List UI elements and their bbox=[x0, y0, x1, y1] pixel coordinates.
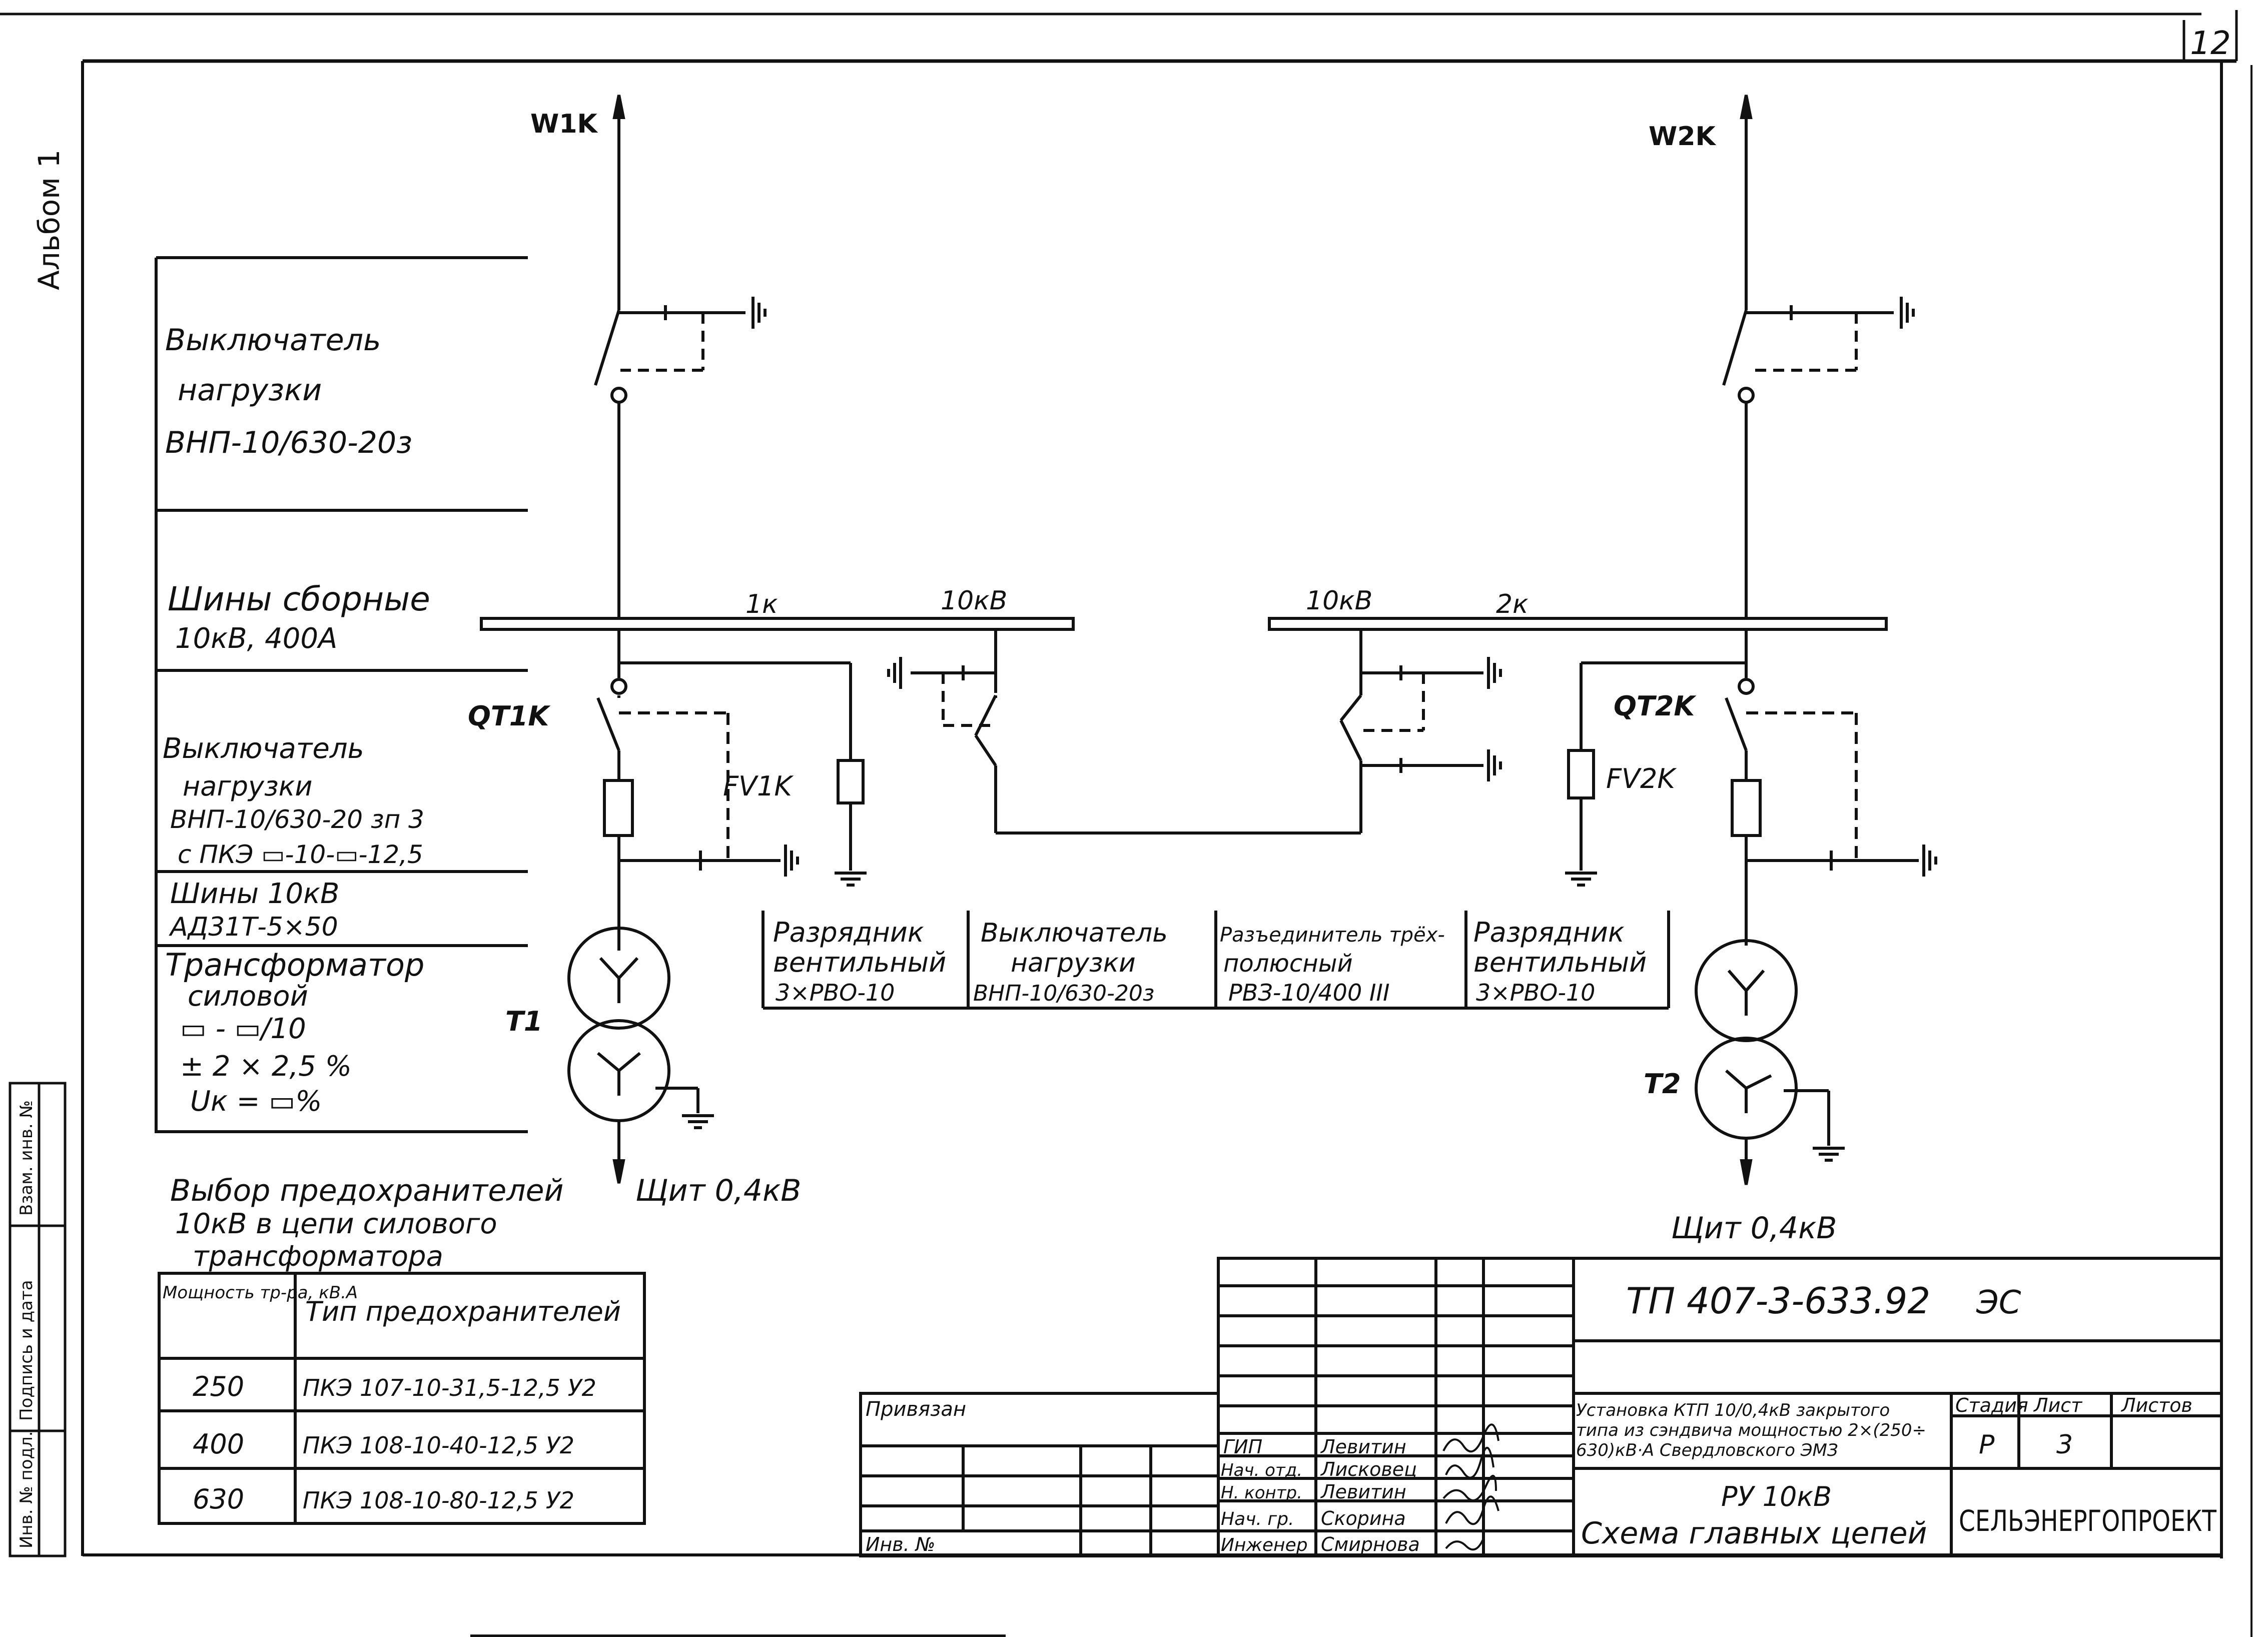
eq-load-switch-line1: Выключатель bbox=[981, 918, 1168, 948]
eq-arrester-1-line3: 3×РВО-10 bbox=[776, 979, 895, 1006]
eq-disconnector-line2: полюсный bbox=[1223, 950, 1353, 978]
bus-1k-label: 1к bbox=[745, 589, 778, 619]
arrester-fv2k bbox=[1565, 661, 1746, 885]
title-sheet-header: Лист bbox=[2033, 1394, 2083, 1416]
sign-role-4: Нач. гр. bbox=[1221, 1509, 1294, 1529]
bay-t2 bbox=[1695, 629, 1936, 1185]
legend-transformer-4: ± 2 × 2,5 % bbox=[180, 1050, 352, 1083]
legend-busbars-2: 10кВ, 400А bbox=[175, 622, 337, 655]
legend-bus10-1: Шины 10кВ bbox=[170, 878, 339, 910]
margin-stamp: Инв. № подл. Подпись и дата Взам. инв. № bbox=[9, 1082, 67, 1557]
eq-load-switch-line3: ВНП-10/630-20з bbox=[973, 981, 1154, 1006]
signature-scribbles bbox=[1442, 1423, 1499, 1551]
legend-bus10-2: АД31Т-5×50 bbox=[169, 912, 338, 942]
legend-switch-fuse-1: Выключатель bbox=[163, 732, 364, 765]
feeder-w2k-label: W2K bbox=[1649, 122, 1717, 152]
legend-column: Выключатель нагрузки ВНП-10/630-20з Шины… bbox=[155, 256, 528, 1133]
legend-transformer-2: силовой bbox=[188, 980, 308, 1013]
title-drawing-1: РУ 10кВ bbox=[1721, 1481, 1832, 1512]
sign-name-4: Скорина bbox=[1321, 1507, 1406, 1529]
sign-role-3: Н. контр. bbox=[1221, 1483, 1302, 1503]
fuse-row-3-type: ПКЭ 108-10-80-12,5 У2 bbox=[303, 1487, 574, 1514]
fuse-title-2: 10кВ в цепи силового bbox=[175, 1208, 497, 1240]
legend-load-switch-1: Выключатель bbox=[165, 323, 381, 358]
title-stage-header: Стадия bbox=[1955, 1394, 2028, 1416]
eq-disconnector-line1: Разъединитель трёх- bbox=[1220, 924, 1445, 947]
legend-busbars-1: Шины сборные bbox=[168, 580, 430, 618]
busbar-1k bbox=[480, 617, 1075, 631]
title-sheets-header: Листов bbox=[2120, 1394, 2192, 1416]
album-label: Альбом 1 bbox=[32, 150, 66, 290]
title-attached: Привязан bbox=[866, 1398, 966, 1421]
bus-2k-label: 2к bbox=[1496, 589, 1529, 619]
sign-role-1: ГИП bbox=[1223, 1436, 1262, 1458]
title-sheet: 3 bbox=[2056, 1430, 2073, 1460]
busbar-2k bbox=[1268, 617, 1888, 631]
eq-disconnector-line3: РВЗ-10/400 III bbox=[1228, 979, 1390, 1006]
fuse-row-2-type: ПКЭ 108-10-40-12,5 У2 bbox=[303, 1432, 574, 1459]
title-block: Привязан Инв. № ГИП Левитин Нач. отд. Ли… bbox=[859, 1257, 2223, 1557]
fuse-row-1-type: ПКЭ 107-10-31,5-12,5 У2 bbox=[303, 1374, 596, 1401]
title-designation: ТП 407-3-633.92 bbox=[1626, 1280, 1930, 1322]
sign-role-2: Нач. отд. bbox=[1221, 1460, 1302, 1480]
t2-label: T2 bbox=[1644, 1068, 1681, 1100]
qt2k-label: QT2K bbox=[1614, 690, 1697, 722]
bus-2k-voltage: 10кВ bbox=[1306, 586, 1372, 616]
sign-role-5: Инженер bbox=[1221, 1535, 1308, 1555]
sign-name-1: Левитин bbox=[1320, 1436, 1406, 1458]
qt1k-label: QT1K bbox=[468, 700, 551, 732]
legend-switch-fuse-2: нагрузки bbox=[183, 770, 312, 802]
fuse-row-2-power: 400 bbox=[193, 1428, 244, 1460]
legend-transformer-1: Трансформатор bbox=[165, 947, 424, 983]
legend-transformer-3: ▭ - ▭/10 bbox=[180, 1013, 306, 1045]
sectional-link bbox=[889, 629, 1500, 835]
fuse-row-1-power: 250 bbox=[193, 1371, 244, 1402]
eq-arrester-2-line3: 3×РВО-10 bbox=[1476, 979, 1595, 1006]
fuse-title-1: Выбор предохранителей bbox=[170, 1173, 564, 1208]
bay-t1 bbox=[567, 629, 798, 1184]
eq-arrester-1-line1: Разрядник bbox=[773, 917, 924, 948]
fuse-header-type: Тип предохранителей bbox=[305, 1296, 621, 1327]
title-inv-no: Инв. № bbox=[866, 1533, 935, 1555]
feeder-w1k bbox=[594, 95, 765, 618]
sign-name-3: Левитин bbox=[1320, 1481, 1406, 1503]
sheet-number: 12 bbox=[2190, 25, 2230, 62]
fv2k-label: FV2K bbox=[1606, 763, 1677, 794]
stamp-inv-no: Инв. № подл. bbox=[17, 1431, 37, 1548]
stamp-signature-date: Подпись и дата bbox=[17, 1280, 37, 1421]
bus-1k-voltage: 10кВ bbox=[941, 586, 1007, 616]
t1-label: T1 bbox=[505, 1006, 542, 1037]
feeder-w1k-label: W1K bbox=[530, 109, 598, 139]
eq-load-switch-line2: нагрузки bbox=[1011, 948, 1136, 978]
title-project-2: типа из сэндвича мощностью 2×(250÷ bbox=[1576, 1420, 1926, 1440]
legend-load-switch-2: нагрузки bbox=[178, 373, 322, 408]
feeder-w2k bbox=[1722, 95, 1913, 618]
sign-name-2: Лисковец bbox=[1320, 1458, 1417, 1480]
title-drawing-2: Схема главных цепей bbox=[1581, 1516, 1927, 1551]
legend-transformer-5: Uк = ▭% bbox=[190, 1085, 322, 1118]
shield-right-label: Щит 0,4кВ bbox=[1671, 1211, 1837, 1246]
fv1k-label: FV1K bbox=[723, 770, 794, 802]
eq-arrester-1-line2: вентильный bbox=[773, 947, 946, 978]
title-organization: СЕЛЬЭНЕРГОПРОЕКТ bbox=[1959, 1504, 2216, 1538]
eq-arrester-2-line2: вентильный bbox=[1473, 947, 1647, 978]
legend-load-switch-3: ВНП-10/630-20з bbox=[165, 425, 412, 460]
legend-switch-fuse-3: ВНП-10/630-20 зп 3 bbox=[170, 805, 424, 834]
fuse-row-3-power: 630 bbox=[193, 1483, 244, 1515]
fuse-title-3: трансформатора bbox=[193, 1240, 443, 1273]
fuse-header-power: Мощность тр-ра, кВ.А bbox=[163, 1283, 358, 1303]
sign-name-5: Смирнова bbox=[1321, 1533, 1420, 1555]
legend-switch-fuse-4: с ПКЭ ▭-10-▭-12,5 bbox=[178, 840, 423, 869]
title-project-1: Установка КТП 10/0,4кВ закрытого bbox=[1576, 1400, 1890, 1420]
equipment-table: Разрядник вентильный 3×РВО-10 Выключател… bbox=[762, 911, 1670, 1010]
shield-left-label: Щит 0,4кВ bbox=[635, 1173, 801, 1208]
eq-arrester-2-line1: Разрядник bbox=[1473, 917, 1625, 948]
title-stage: Р bbox=[1979, 1430, 1995, 1460]
stamp-replacement-inv: Взам. инв. № bbox=[17, 1100, 37, 1216]
title-project-3: 630)кВ·А Свердловского ЭМЗ bbox=[1576, 1440, 1838, 1460]
fuse-selection: Выбор предохранителей 10кВ в цепи силово… bbox=[158, 1173, 646, 1525]
title-code: ЭС bbox=[1976, 1284, 2021, 1321]
arrester-fv1k bbox=[619, 661, 867, 885]
